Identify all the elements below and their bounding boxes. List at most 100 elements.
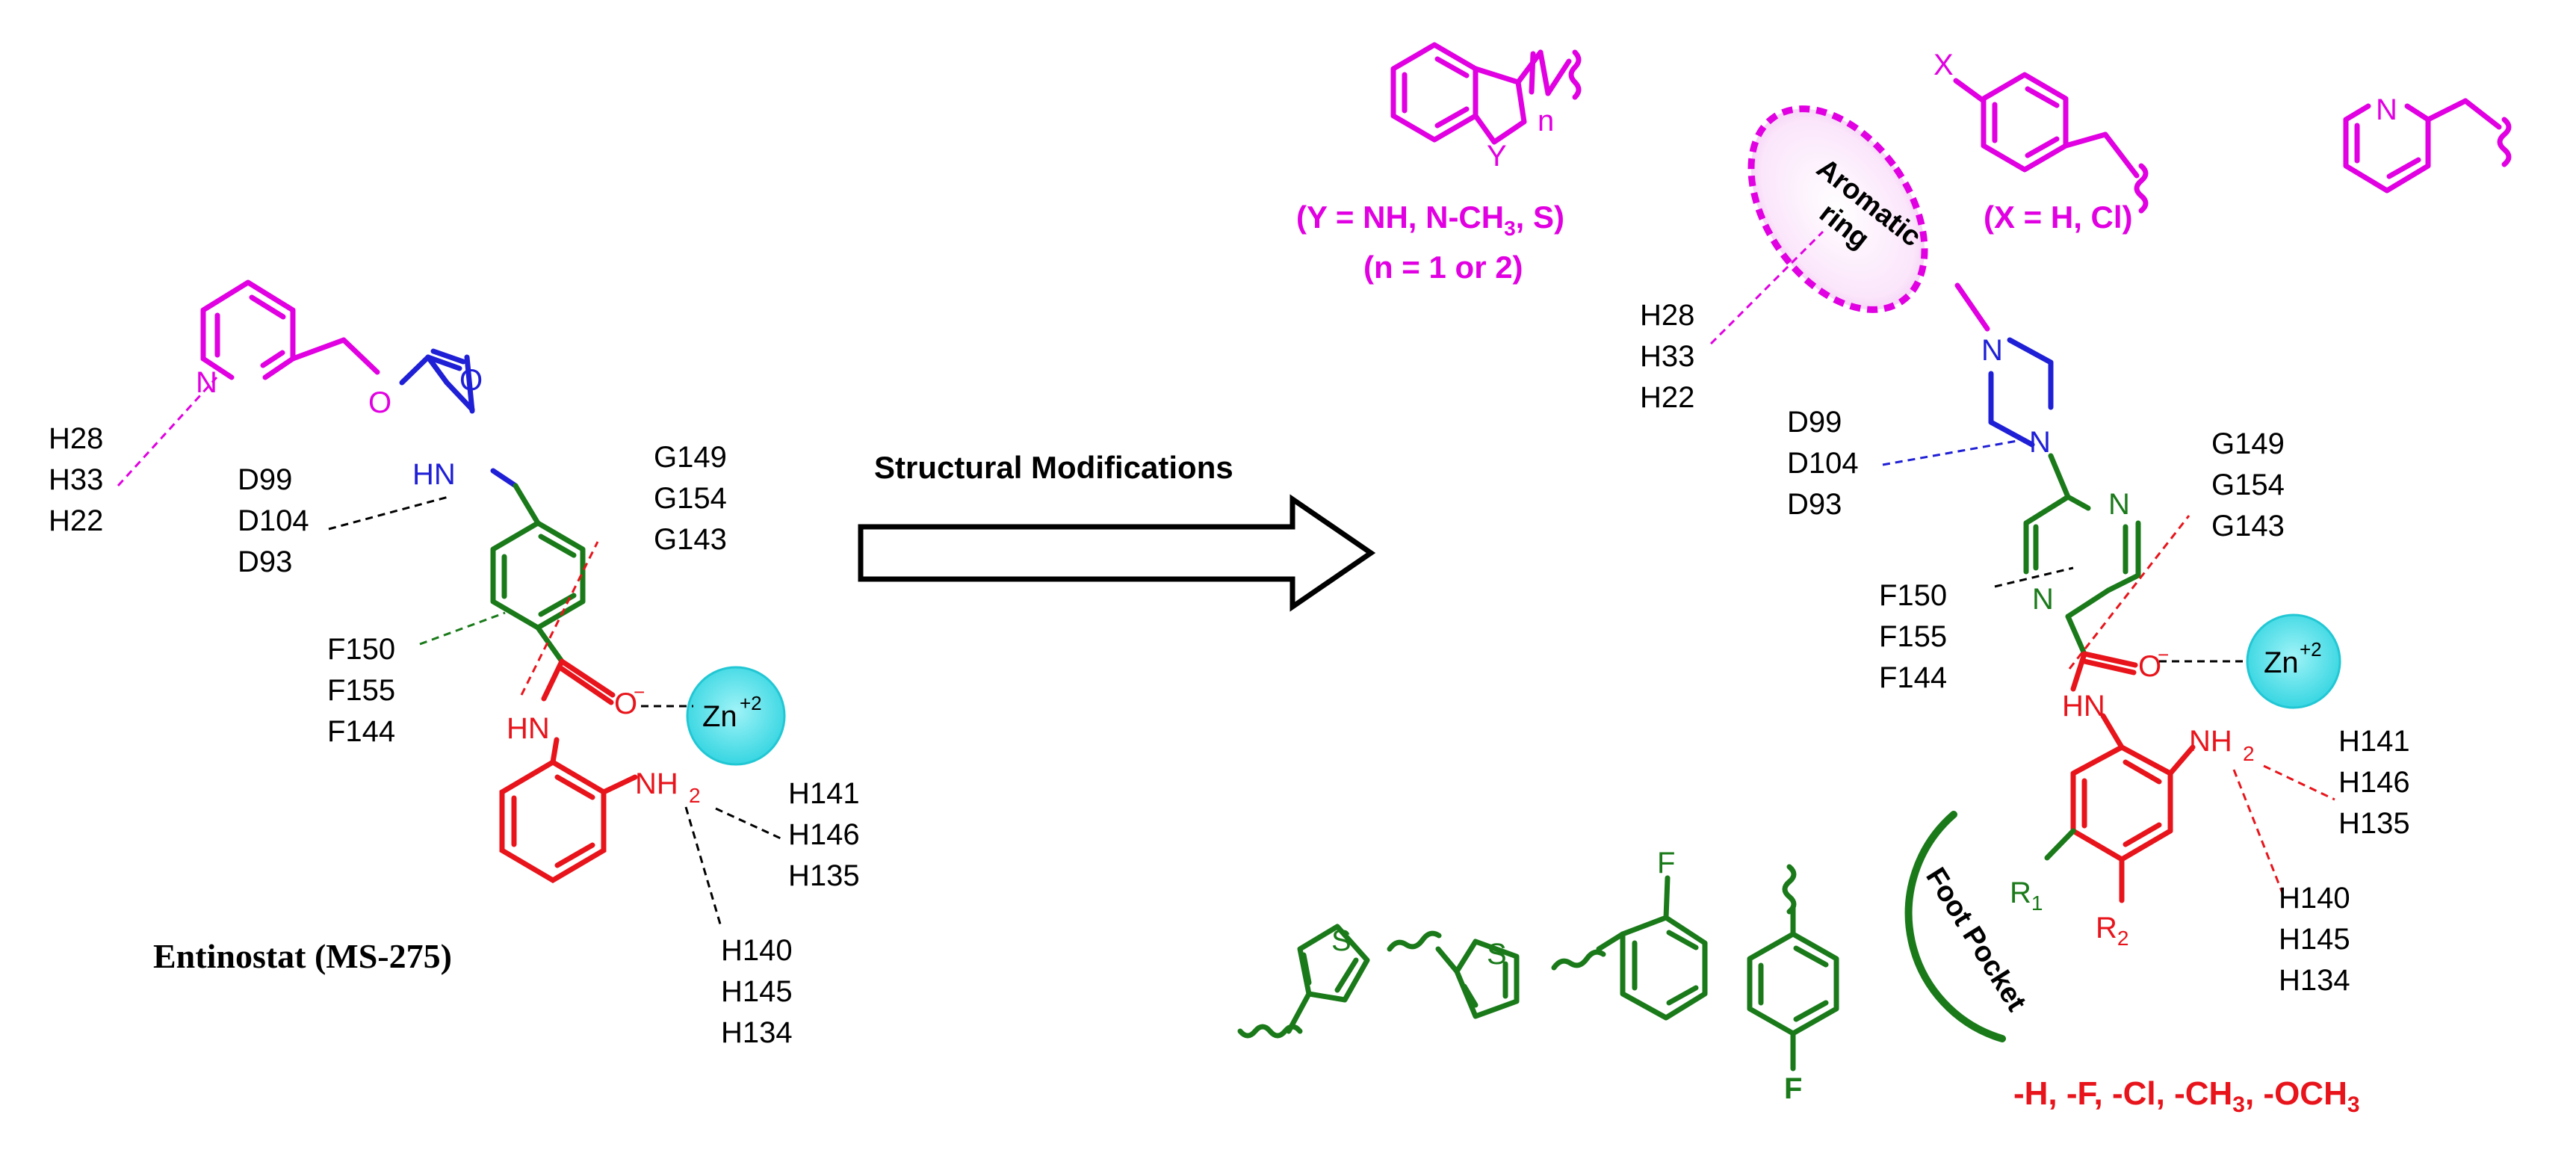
carbamate-nh-atom: HN — [412, 458, 456, 491]
residue-label: G143 — [654, 523, 727, 556]
residue-label: G143 — [2211, 510, 2285, 542]
piperazine-n1-atom: N — [1981, 334, 2003, 367]
2-fluorophenyl-group — [1551, 875, 1708, 1021]
amine-nh2-atom: NH — [635, 767, 678, 800]
indole-group — [1390, 42, 1582, 145]
piperazine-n2-atom: N — [2029, 426, 2051, 459]
benzene-ring — [490, 483, 586, 664]
phenethyl-group — [1953, 72, 2149, 214]
amide-nh-atom: HN — [507, 712, 550, 745]
residue-label: G154 — [654, 482, 727, 515]
interaction-lines-left — [117, 376, 781, 927]
thien-2-yl-group — [1387, 930, 1520, 1019]
residues-gly-right: G149 G154 G143 — [2211, 427, 2285, 542]
residues-his-a-left: H141 H146 H135 — [788, 777, 860, 892]
amide-o-atom: O — [614, 687, 637, 720]
r-substituents-text: -H, -F, -Cl, -CH3, -OCH3 — [2013, 1075, 2360, 1117]
benzamide — [499, 658, 638, 884]
x-options-text: (X = H, Cl) — [1984, 200, 2133, 235]
residue-label: H22 — [49, 504, 103, 537]
residues-gly-left: G149 G154 G143 — [654, 441, 727, 556]
amide-o-charge: − — [634, 681, 645, 703]
zinc-charge-right: +2 — [2300, 638, 2322, 661]
residue-label: H145 — [721, 975, 793, 1008]
thien-3-yl-group — [1237, 924, 1370, 1039]
residue-label: H28 — [49, 422, 103, 455]
residue-label: F144 — [1879, 661, 1947, 694]
indole-n-subscript: n — [1538, 105, 1554, 137]
residue-label: H146 — [2338, 766, 2410, 799]
zinc-ion-sphere-right — [2246, 613, 2341, 709]
y-options-text: (Y = NH, N-CH3, S) — [1296, 200, 1564, 240]
pyridine-ring — [200, 279, 380, 380]
residue-label: H33 — [49, 463, 103, 496]
residue-label: H135 — [788, 859, 860, 892]
arrow-label: Structural Modifications — [874, 450, 1233, 485]
entinostat-structure: N O O HN — [49, 279, 860, 1049]
pyridylmethyl-group — [2343, 98, 2512, 194]
aromatic-bond — [1954, 282, 1990, 332]
zinc-label-right: Zn — [2264, 646, 2299, 679]
compound-name: Entinostat (MS-275) — [153, 937, 452, 975]
residue-label: G149 — [654, 441, 727, 474]
residue-label: H140 — [2279, 882, 2350, 915]
4-fluorophenyl-f-atom: F — [1784, 1072, 1802, 1105]
residue-label: G149 — [2211, 427, 2285, 460]
interaction-lines-right — [1709, 230, 2335, 894]
residues-his-a-right: H141 H146 H135 — [2338, 725, 2410, 840]
thienyl-2-s-atom: S — [1487, 938, 1507, 971]
residue-label: H141 — [2338, 725, 2410, 758]
residue-label: F144 — [327, 715, 395, 748]
residues-phe-left: F150 F155 F144 — [327, 633, 395, 748]
residues-his-b-left: H140 H145 H134 — [721, 934, 793, 1049]
residue-label: H146 — [788, 818, 860, 851]
residue-label: D93 — [238, 545, 292, 578]
residues-phe-right: F150 F155 F144 — [1879, 579, 1947, 694]
arrow-shape — [858, 494, 1376, 612]
n-options-text: (n = 1 or 2) — [1363, 250, 1523, 285]
residue-label: H145 — [2279, 923, 2350, 956]
piperazine-ring — [1988, 337, 2054, 448]
residue-label: H140 — [721, 934, 793, 967]
zinc-label: Zn — [702, 700, 737, 733]
residue-label: F155 — [1879, 620, 1947, 653]
residue-label: F150 — [327, 633, 395, 666]
pyrazine-n2-atom: N — [2032, 583, 2054, 616]
residue-label: H28 — [1640, 299, 1694, 332]
pyridine-n-atom: N — [196, 366, 217, 399]
phenyl-x-atom: X — [1933, 49, 1954, 81]
2-fluorophenyl-f-atom: F — [1657, 847, 1675, 879]
amine-nh2-subscript: 2 — [689, 784, 701, 807]
residue-label: D104 — [238, 504, 309, 537]
pyrazine-ring — [2023, 453, 2141, 657]
r2-atom: R2 — [2096, 912, 2128, 950]
residue-label: D93 — [1787, 488, 1842, 521]
residue-label: D104 — [1787, 447, 1859, 480]
zinc-ion-sphere — [686, 666, 786, 766]
thienyl-3-s-atom: S — [1331, 924, 1352, 957]
residue-label: H134 — [721, 1016, 793, 1049]
pyridyl-n-atom: N — [2376, 93, 2397, 126]
carbamate-linker — [399, 348, 518, 489]
r1-bond — [2044, 828, 2076, 861]
pyrazine-n1-atom: N — [2108, 488, 2130, 521]
ester-o-atom: O — [368, 386, 391, 419]
residues-cap-right: H28 H33 H22 — [1640, 299, 1694, 414]
residue-label: F155 — [327, 674, 395, 707]
amine-nh2-subscript-right: 2 — [2243, 742, 2255, 765]
designed-structure: Y n (Y = NH, N-CH3, S) (n = 1 or 2) X (X… — [1237, 42, 2512, 1117]
amide-nh-atom-right: HN — [2062, 690, 2105, 723]
residue-label: D99 — [1787, 406, 1842, 439]
residue-label: D99 — [238, 463, 292, 496]
carbonyl-o-atom: O — [459, 364, 483, 397]
indole-y-atom: Y — [1487, 140, 1507, 173]
modification-arrow: Structural Modifications — [858, 450, 1376, 612]
residues-linker-left: D99 D104 D93 — [238, 463, 309, 578]
residue-label: H135 — [2338, 807, 2410, 840]
4-fluorophenyl-group — [1747, 864, 1839, 1072]
residue-label: H22 — [1640, 381, 1694, 414]
residues-his-b-right: H140 H145 H134 — [2279, 882, 2350, 997]
benzamide-right — [2070, 651, 2196, 903]
